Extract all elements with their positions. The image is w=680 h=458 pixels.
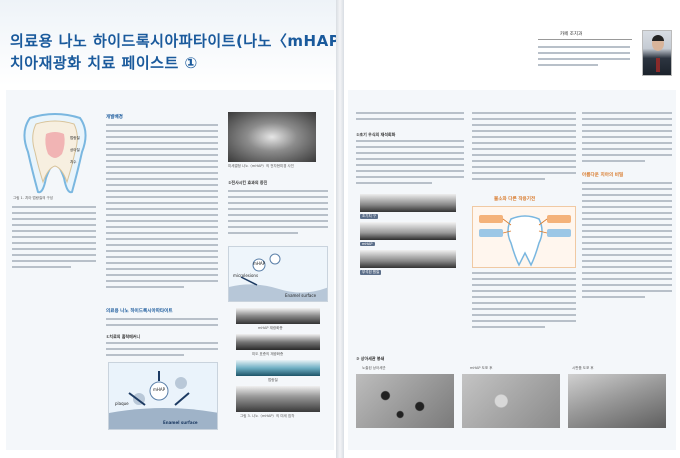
- mech-label-enamel: Enamel surface: [285, 293, 317, 298]
- mechanism-svg: [229, 253, 327, 301]
- subheading-mechanism: ②전사시킨 효과의 증진: [228, 180, 268, 185]
- right-page: 카페 조치과 ②초기 우식의 재석회화 초기치 구 mHAP 부석된 원질 불소…: [344, 0, 680, 458]
- article-title-line1: 의료용 나노 하이드록시아파타이트(나노〈mHAP〉®)를 함유한: [10, 32, 336, 50]
- sem-layer-3: [236, 360, 320, 376]
- sem-image-crystal: [228, 112, 316, 162]
- photo-hair: [652, 35, 664, 41]
- plaque-label-plaque: plaque: [115, 401, 129, 406]
- subheading-adsorption: ①치료의 흡착메커니: [106, 334, 141, 339]
- author-info-line: [538, 64, 598, 66]
- body-text-right-col2: [472, 112, 576, 192]
- body-text-right-intro: [356, 112, 464, 130]
- body-text-col2: [106, 124, 218, 304]
- author-info-line: [538, 46, 630, 48]
- tooth-caption: 그림 1. 치아 법랑질의 구성: [13, 196, 53, 200]
- label-dentin: 상아질: [70, 148, 80, 152]
- author-info-line: [538, 58, 630, 60]
- author-name: 카페 조치과: [560, 32, 583, 37]
- author-divider: [538, 39, 632, 40]
- chart-label-initial: 초기치 구: [360, 214, 378, 219]
- footer-caption: 그림 3. 나노〈mHAP〉의 미세 침착: [240, 414, 295, 418]
- plaque-label-mhap: mHAP: [153, 387, 166, 392]
- body-text-right-col2b: [472, 272, 576, 352]
- sem-mhap-applied: [462, 374, 560, 428]
- label-enamel: 법랑질: [70, 136, 80, 140]
- layer-caption-1: mHAP 재광화층: [258, 326, 283, 330]
- left-page: 의료용 나노 하이드록시아파타이트(나노〈mHAP〉®)를 함유한 치아재광화 …: [0, 0, 336, 458]
- sem-layer-1: [236, 308, 320, 324]
- label-pulp: 치수: [70, 160, 77, 164]
- sem3-label-mhap: mHAP 도포 후: [470, 366, 493, 370]
- subheading-remineralization: ②초기 우식의 재석회화: [356, 132, 396, 137]
- mech-label-mhap: mHAP: [253, 261, 266, 266]
- sem-commercial-applied: [568, 374, 666, 428]
- diagram-title: 불소와 다른 작용기전: [494, 197, 536, 202]
- sem3-label-commercial: 시판품 도포 후: [572, 366, 594, 370]
- sem3-label-exposed: 노출된 상아세관: [362, 366, 386, 370]
- plaque-label-enamel: Enamel surface: [163, 420, 198, 425]
- body-text-mechanism: [228, 190, 328, 242]
- author-info-line: [538, 52, 630, 54]
- sem-layer-4: [236, 386, 320, 412]
- body-text-adsorption: [106, 342, 218, 360]
- layer-caption-3: 법랑질: [268, 378, 278, 382]
- body-text-beautiful-teeth: [582, 182, 672, 342]
- plaque-illustration: mHAP plaque Enamel surface: [108, 362, 218, 430]
- heading-dentin-tubule: ③ 상아세관 봉쇄: [356, 356, 385, 361]
- author-box: 카페 조치과: [538, 30, 674, 82]
- body-text-nano-hap: [106, 318, 218, 330]
- heading-nano-hap: 의료용 나노 하이드록시아파타이트: [106, 309, 173, 314]
- sem-lesion-3: [360, 250, 456, 268]
- mech-label-microlesions: microlesions: [233, 273, 259, 278]
- layer-caption-2: 미도 표층의 재광화층: [252, 352, 284, 356]
- chart-label-result: 부석된 원질: [360, 270, 382, 275]
- page-gutter: [336, 0, 344, 458]
- photo-tie: [656, 58, 660, 72]
- left-column-text: [12, 206, 96, 286]
- author-photo: [642, 30, 672, 76]
- heading-background: 개발배경: [106, 115, 123, 120]
- title-band: [0, 0, 336, 86]
- article-title-line2: 치아재광화 치료 페이스트 ①: [10, 54, 198, 72]
- fluoride-svg: [479, 215, 571, 267]
- chart-label-mhap: mHAP: [360, 242, 375, 246]
- heading-beautiful-teeth: 아름다운 치아의 비밀: [582, 173, 624, 178]
- fluoride-diagram: [472, 206, 576, 268]
- sem-lesion-1: [360, 194, 456, 212]
- body-text-remineralization: [356, 140, 464, 190]
- plaque-svg: [109, 371, 217, 429]
- body-text-right-col3: [582, 112, 672, 168]
- tooth-illustration: [23, 113, 87, 194]
- sem-lesion-2: [360, 222, 456, 240]
- mechanism-illustration: mHAP microlesions Enamel surface: [228, 246, 328, 302]
- sem-caption: 미세결정 나노〈mHAP〉의 전자현미경 사진: [228, 164, 294, 168]
- sem-exposed-tubules: [356, 374, 454, 428]
- tooth-pulp: [45, 132, 65, 158]
- sem-layer-2: [236, 334, 320, 350]
